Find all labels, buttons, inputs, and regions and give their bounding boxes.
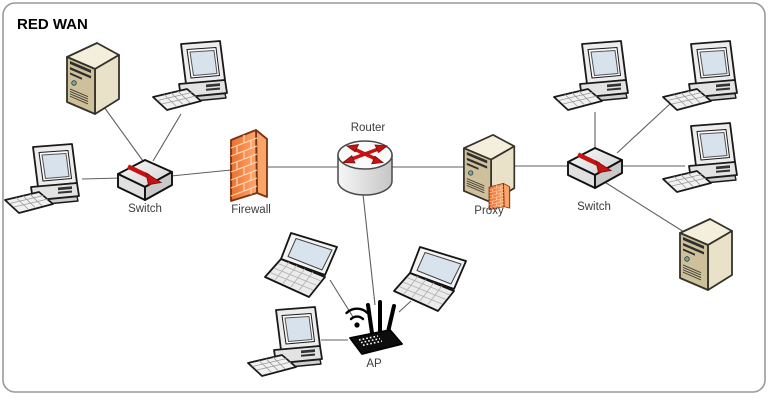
ap-label: AP [366, 358, 382, 370]
firewall-icon [231, 130, 267, 201]
router-label: Router [351, 122, 386, 134]
connection-line [152, 113, 182, 162]
switch-right-label: Switch [577, 201, 611, 213]
diagram-title: RED WAN [17, 16, 88, 33]
connection-line [362, 193, 376, 306]
connection-line [398, 300, 412, 313]
server-icon [67, 43, 119, 114]
node-router [338, 141, 392, 195]
connection-line [602, 180, 685, 233]
connection-lines [81, 102, 685, 341]
switch-left-label: Switch [128, 203, 162, 215]
firewall-label: Firewall [231, 204, 271, 216]
node-server-bottom-right [680, 219, 732, 290]
node-server-top-left [67, 43, 119, 114]
connection-line [170, 169, 232, 177]
connection-line [81, 177, 123, 180]
router-icon [338, 141, 392, 195]
server-icon [680, 219, 732, 290]
connection-line [616, 102, 672, 154]
connection-line [103, 106, 144, 162]
node-firewall [231, 130, 267, 201]
proxy-label: Proxy [474, 205, 504, 217]
